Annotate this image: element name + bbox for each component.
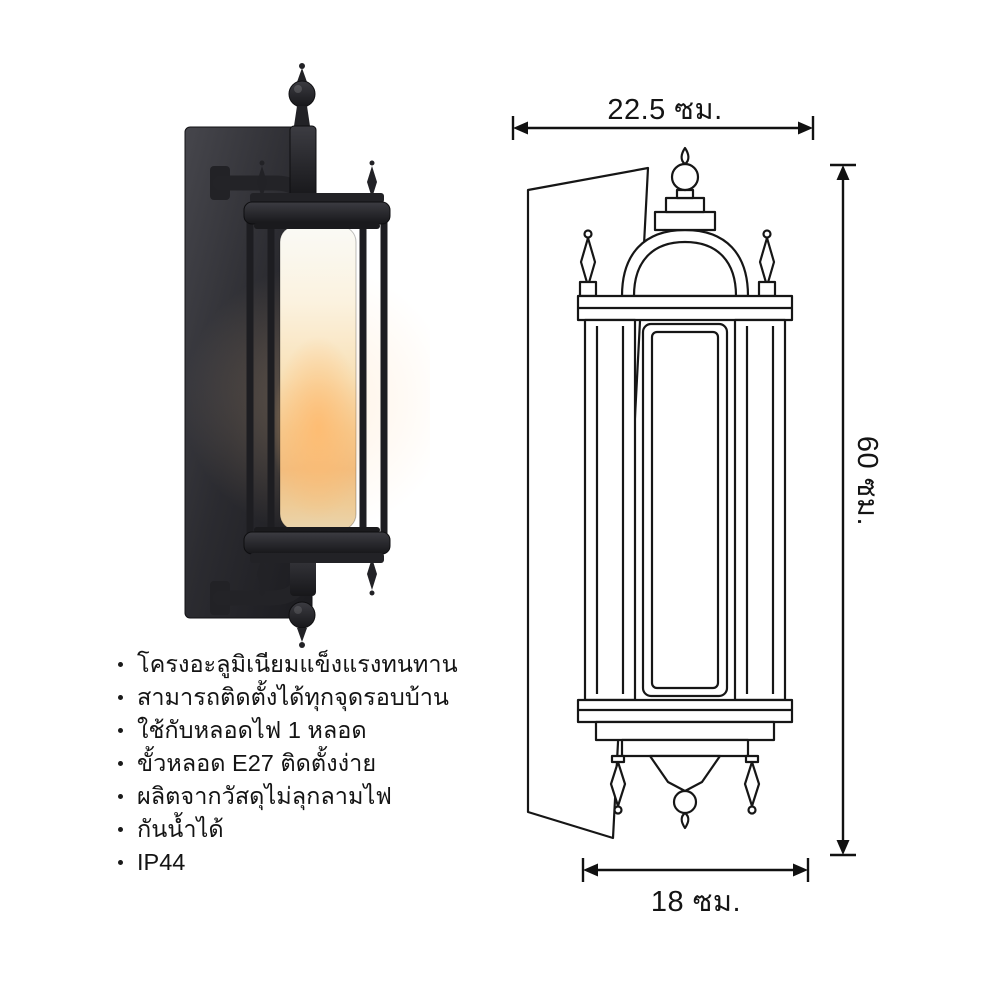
feature-item: ขั้วหลอด E27 ติดตั้งง่าย	[118, 747, 558, 780]
dimension-arrow-top-width	[511, 116, 815, 140]
bullet-icon	[118, 695, 123, 700]
cage-top-cap	[243, 160, 391, 229]
lamp-top-finial	[288, 63, 317, 199]
lamp-bottom-finial	[288, 601, 316, 648]
bullet-icon	[118, 728, 123, 733]
glass-tube	[272, 225, 364, 531]
feature-item: สามารถติดตั้งได้ทุกจุดรอบบ้าน	[118, 681, 558, 714]
bullet-icon	[118, 662, 123, 667]
feature-text: โครงอะลูมิเนียมแข็งแรงทนทาน	[137, 651, 458, 677]
bullet-icon	[118, 860, 123, 865]
bottom-width-label: 18 ซม.	[650, 886, 742, 918]
drawing-lantern	[576, 146, 794, 830]
bullet-icon	[118, 827, 123, 832]
top-width-label: 22.5 ซม.	[607, 94, 723, 126]
product-photo	[150, 30, 430, 650]
technical-drawing	[500, 90, 880, 910]
dimension-arrow-bottom-width	[581, 858, 810, 882]
feature-text: สามารถติดตั้งได้ทุกจุดรอบบ้าน	[137, 684, 449, 710]
feature-list: โครงอะลูมิเนียมแข็งแรงทนทาน สามารถติดตั้…	[118, 648, 558, 879]
feature-text: ใช้กับหลอดไฟ 1 หลอด	[137, 717, 367, 743]
feature-item: กันน้ำได้	[118, 813, 558, 846]
feature-text: กันน้ำได้	[137, 816, 224, 842]
feature-item: ใช้กับหลอดไฟ 1 หลอด	[118, 714, 558, 747]
bullet-icon	[118, 794, 123, 799]
wall-lamp-photo	[183, 63, 430, 648]
cage-bottom-cap	[243, 527, 391, 596]
feature-text: IP44	[137, 849, 186, 875]
dimension-arrow-height	[830, 163, 856, 857]
feature-item: IP44	[118, 846, 558, 879]
feature-text: ผลิตจากวัสดุไม่ลุกลามไฟ	[137, 783, 392, 809]
cage-bars	[246, 216, 388, 540]
bullet-icon	[118, 761, 123, 766]
feature-item: ผลิตจากวัสดุไม่ลุกลามไฟ	[118, 780, 558, 813]
height-label: 60 ซม.	[851, 435, 883, 527]
feature-text: ขั้วหลอด E27 ติดตั้งง่าย	[137, 750, 377, 776]
feature-item: โครงอะลูมิเนียมแข็งแรงทนทาน	[118, 648, 558, 681]
wall-lamp-line-drawing	[511, 116, 856, 882]
